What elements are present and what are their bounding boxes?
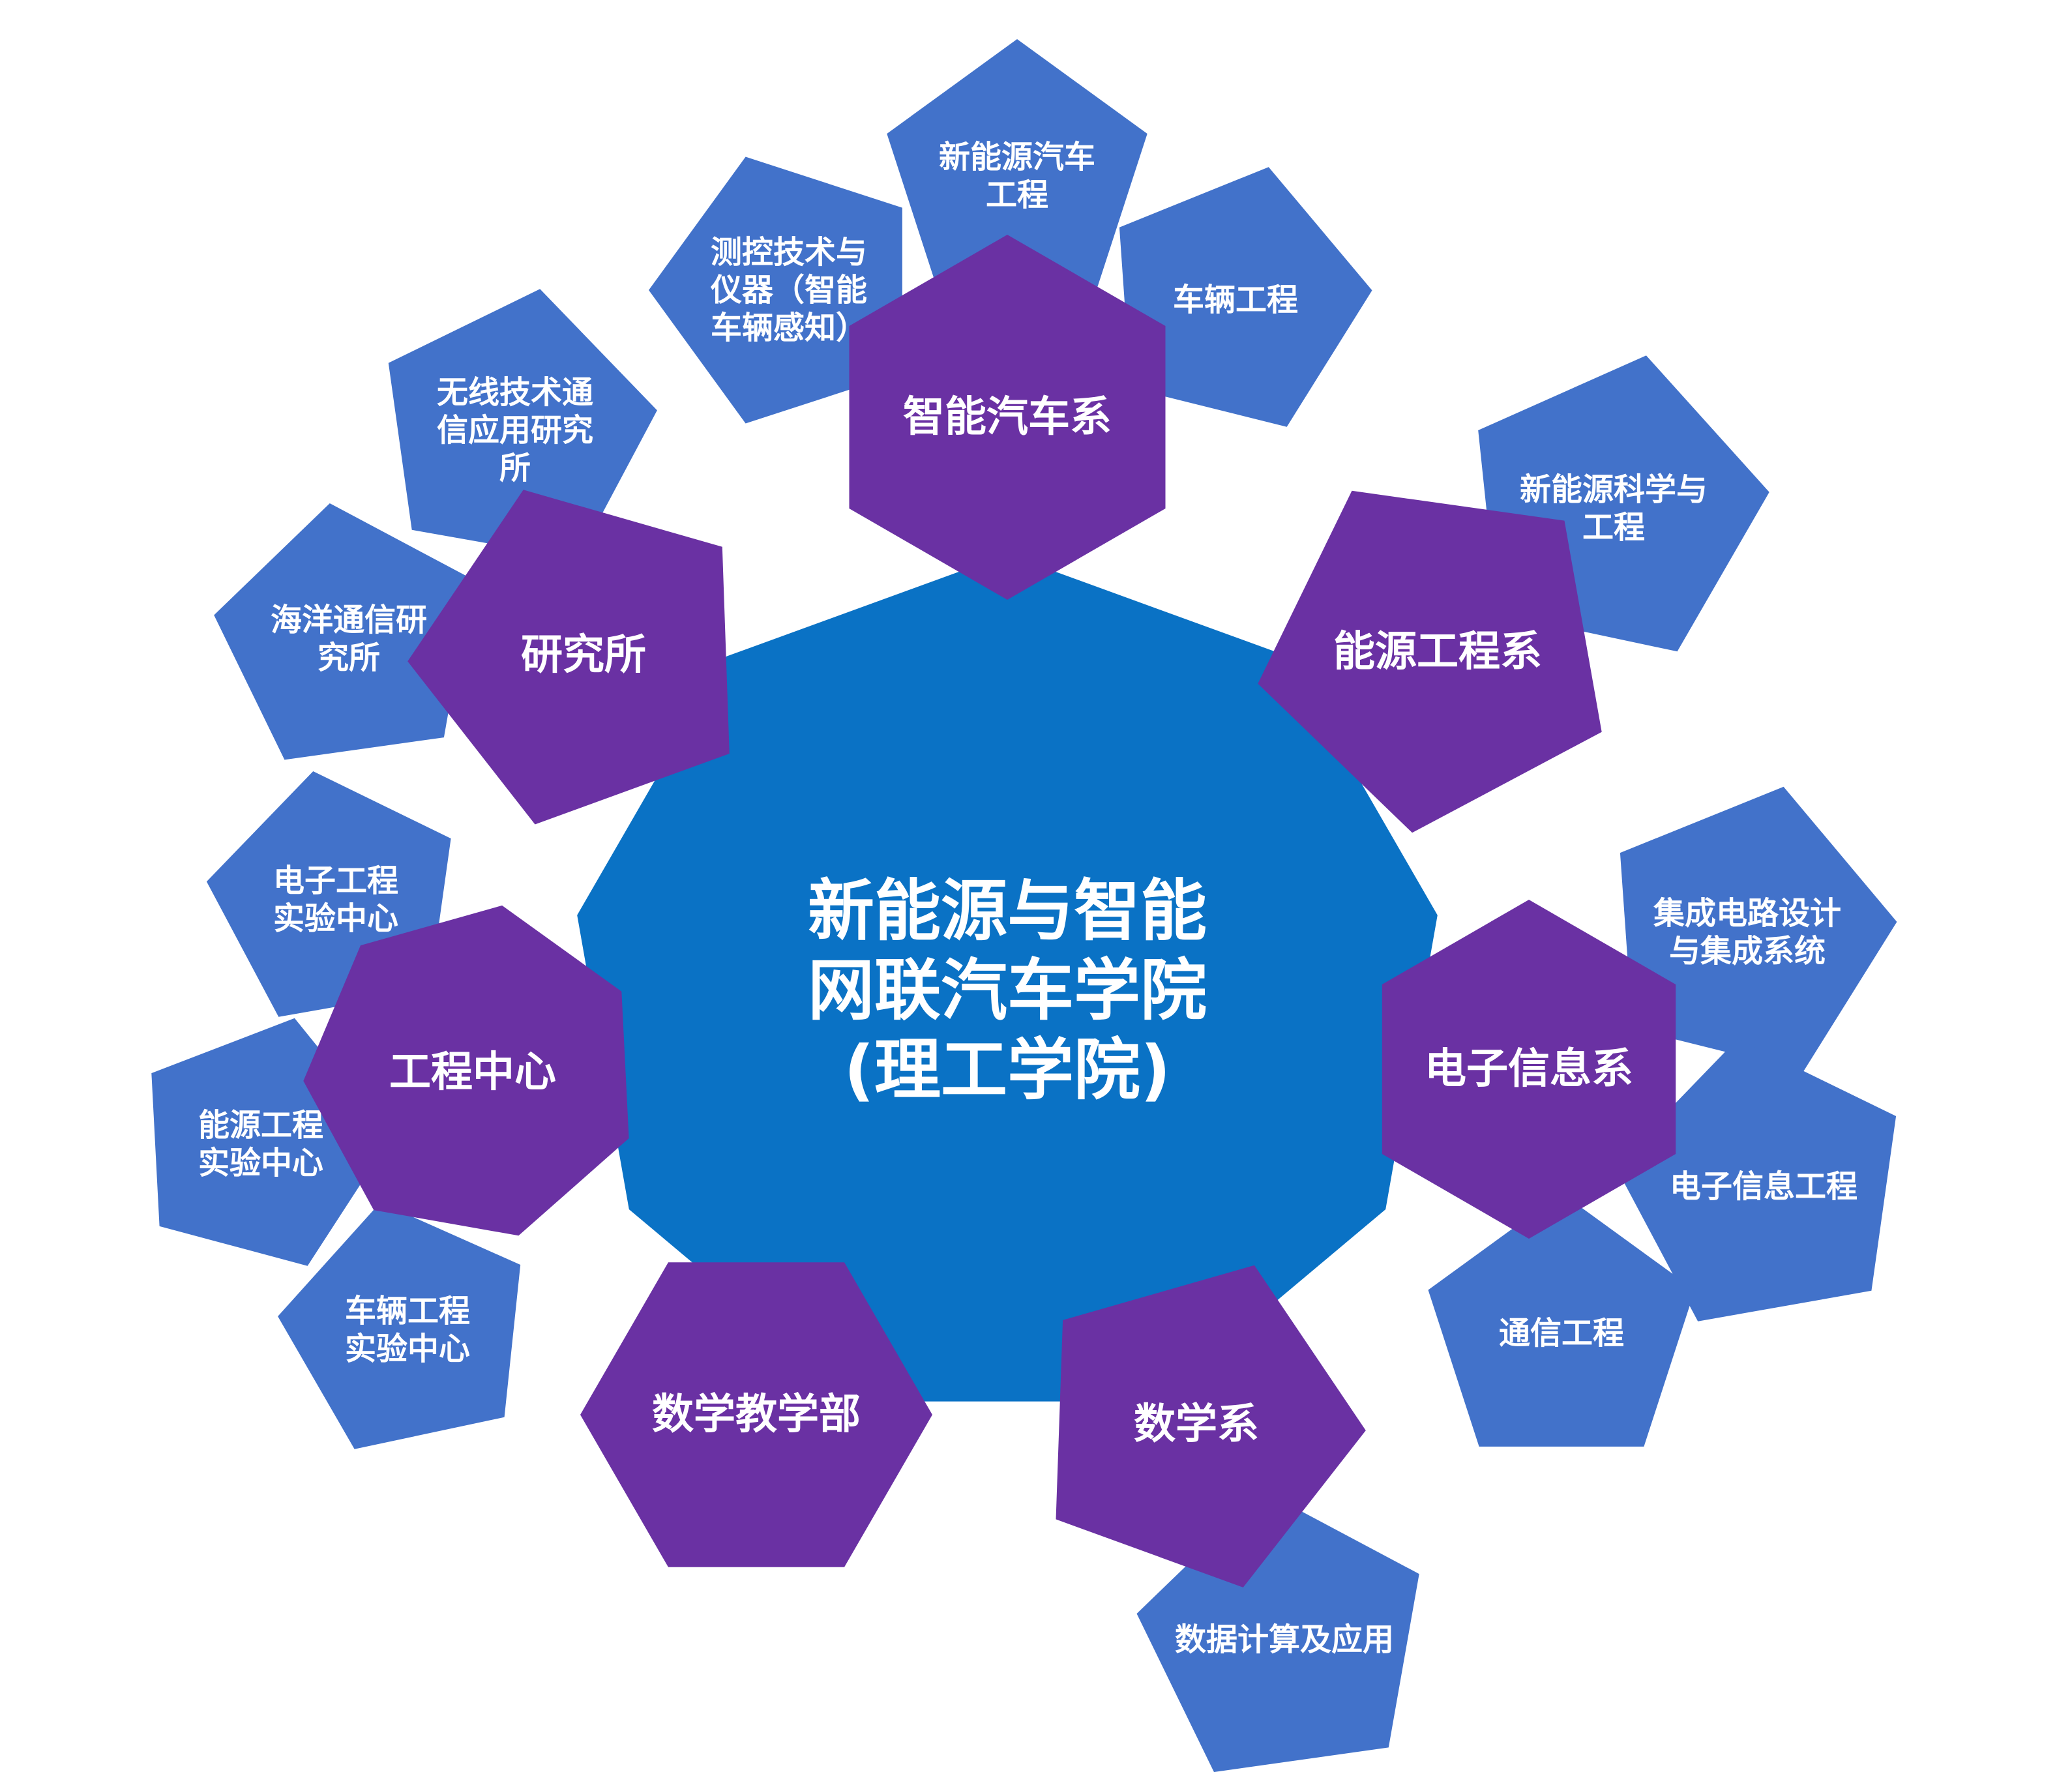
leaf-nev-engineering-label-line: 工程 — [986, 177, 1048, 213]
dept-math-teaching: 数学教学部 — [580, 1262, 932, 1567]
leaf-vehicle-lab-label-line: 车辆工程 — [345, 1293, 470, 1329]
center-college-node-label-line: (理工学院) — [844, 1032, 1170, 1110]
center-college-node-label-line: 网联汽车学院 — [808, 952, 1207, 1030]
leaf-nev-engineering-shape — [887, 39, 1147, 287]
leaf-ee-lab-label-line: 实验中心 — [273, 900, 398, 937]
leaf-ic-design-label-line: 与集成系统 — [1669, 933, 1826, 969]
leaf-data-computing-label-line: 数据计算及应用 — [1175, 1621, 1394, 1658]
leaf-wireless-institute-label-line: 无线技术通 — [437, 374, 593, 411]
dept-institute: 研究所 — [407, 490, 730, 825]
leaf-new-energy-science-label-line: 工程 — [1582, 509, 1645, 546]
leaf-wireless-institute-shape — [388, 289, 657, 559]
leaf-layer: 新能源汽车工程测控技术与仪器（智能车辆感知）车辆工程新能源科学与工程集成电路设计… — [151, 39, 1897, 1772]
leaf-communication-eng-shape — [1428, 1193, 1695, 1447]
leaf-ic-design-label-line: 集成电路设计 — [1653, 895, 1841, 932]
leaf-electronic-info-eng-label-line: 电子信息工程 — [1670, 1168, 1857, 1205]
leaf-electronic-info-eng: 电子信息工程 — [1615, 1039, 1897, 1322]
dept-electronic-info-shape — [1382, 900, 1676, 1239]
dept-institute-shape — [407, 490, 730, 825]
leaf-measurement-control-label-line: 测控技术与 — [711, 234, 867, 271]
dept-energy-shape — [1258, 490, 1602, 833]
leaf-electronic-info-eng-shape — [1615, 1039, 1897, 1322]
dept-smart-car: 智能汽车系 — [849, 235, 1166, 600]
dept-energy-label-line: 能源工程系 — [1333, 628, 1542, 676]
dept-institute-label-line: 研究所 — [521, 631, 646, 679]
dept-energy: 能源工程系 — [1258, 490, 1602, 833]
center-college-node-shape — [577, 554, 1438, 1402]
dept-electronic-info: 电子信息系 — [1382, 900, 1676, 1239]
dept-engineering-center: 工程中心 — [303, 905, 629, 1236]
leaf-new-energy-science-label-line: 新能源科学与 — [1520, 471, 1708, 508]
leaf-nev-engineering-label-line: 新能源汽车 — [939, 139, 1095, 175]
leaf-vehicle-engineering-label-line: 车辆工程 — [1173, 282, 1298, 318]
leaf-vehicle-lab-shape — [278, 1202, 521, 1449]
leaf-ic-design-shape — [1620, 786, 1897, 1072]
dept-engineering-center-label-line: 工程中心 — [389, 1048, 556, 1097]
leaf-measurement-control-label-line: 车辆感知） — [711, 310, 867, 346]
dept-smart-car-shape — [849, 235, 1166, 600]
dept-math: 数学系 — [1056, 1265, 1366, 1587]
leaf-energy-lab-label-line: 能源工程 — [198, 1107, 323, 1144]
leaf-vehicle-engineering: 车辆工程 — [1119, 167, 1372, 427]
dept-math-shape — [1056, 1265, 1366, 1587]
leaf-ocean-institute-shape — [214, 503, 472, 760]
leaf-measurement-control-shape — [649, 156, 902, 424]
leaf-communication-eng: 通信工程 — [1428, 1193, 1695, 1447]
leaf-wireless-institute-label-line: 信应用研究 — [437, 412, 593, 449]
leaf-energy-lab-label-line: 实验中心 — [198, 1145, 323, 1181]
dept-math-label-line: 数学系 — [1134, 1400, 1259, 1449]
leaf-communication-eng-label-line: 通信工程 — [1499, 1315, 1624, 1351]
leaf-vehicle-engineering-shape — [1119, 167, 1372, 427]
dept-smart-car-label-line: 智能汽车系 — [903, 393, 1112, 441]
leaf-vehicle-lab-label-line: 实验中心 — [345, 1331, 470, 1367]
dept-math-teaching-label-line: 数学教学部 — [652, 1391, 861, 1439]
dept-engineering-center-shape — [303, 905, 629, 1236]
leaf-ocean-institute-label-line: 究所 — [318, 640, 380, 676]
dept-electronic-info-label-line: 电子信息系 — [1425, 1045, 1633, 1093]
leaf-ocean-institute-label-line: 海洋通信研 — [271, 602, 427, 638]
leaf-ee-lab-label-line: 电子工程 — [273, 863, 398, 899]
leaf-measurement-control-label-line: 仪器（智能 — [710, 272, 867, 308]
leaf-wireless-institute-label-line: 所 — [499, 450, 531, 486]
dept-math-teaching-shape — [580, 1262, 932, 1567]
center-college-node-label-line: 新能源与智能 — [808, 873, 1207, 951]
